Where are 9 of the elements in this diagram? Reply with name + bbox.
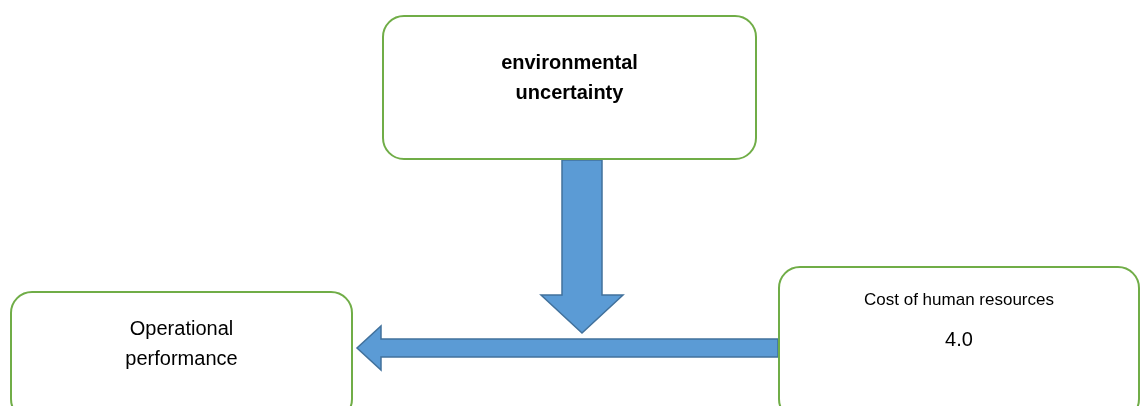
box-label: Operational performance [124, 316, 239, 371]
box-label: environmental uncertainty [500, 50, 639, 105]
box-label: 4.0 [945, 327, 973, 352]
box-label: Cost of human resources [864, 289, 1054, 311]
block-arrow [539, 159, 625, 335]
rounded-box [382, 15, 757, 160]
rounded-box [778, 266, 1140, 406]
rounded-box [10, 291, 353, 406]
block-arrow [355, 324, 779, 372]
